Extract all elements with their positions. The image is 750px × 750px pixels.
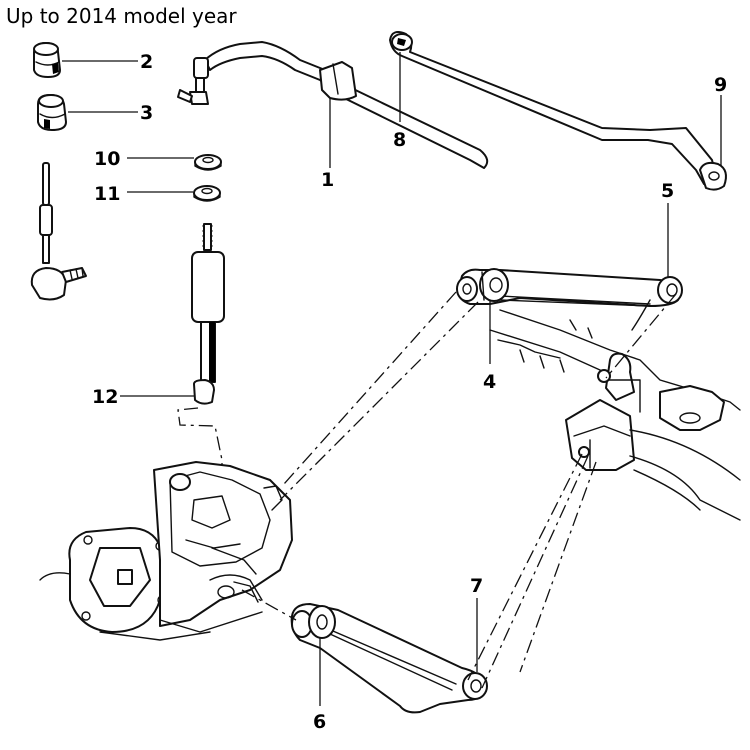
fit-line-lower-arm-2 <box>481 455 589 689</box>
anti-roll-bar-part-1[interactable] <box>177 41 489 169</box>
callout-4: 4 <box>483 371 496 393</box>
link-part-12[interactable] <box>191 223 225 405</box>
callout-9: 9 <box>714 74 727 96</box>
callout-8: 8 <box>393 129 406 151</box>
washer-part-11[interactable] <box>193 185 221 202</box>
callout-2: 2 <box>140 51 153 73</box>
callout-5: 5 <box>661 180 674 202</box>
callout-12: 12 <box>92 386 118 408</box>
fit-line-lower-arm-3 <box>519 461 597 673</box>
fit-line-upper-arm-1 <box>283 291 457 485</box>
fit-line-upper-arm-3 <box>605 293 677 379</box>
callout-3: 3 <box>140 102 153 124</box>
callout-7: 7 <box>470 575 483 597</box>
fit-line-upper-arm-2 <box>279 301 479 501</box>
diagram-title: Up to 2014 model year <box>6 4 237 28</box>
callout-6: 6 <box>313 711 326 733</box>
fit-line-lower-arm-1 <box>467 453 583 681</box>
bush-part-3[interactable] <box>37 94 67 131</box>
callout-10: 10 <box>94 148 120 170</box>
differential-housing <box>39 461 293 641</box>
chassis-subframe <box>489 309 741 521</box>
fit-line-lower-arm-4 <box>241 589 297 621</box>
link-rod-left[interactable] <box>30 162 87 301</box>
track-rod-parts-8-9[interactable] <box>389 31 727 191</box>
lower-arm-parts-6-7[interactable] <box>290 603 488 714</box>
bush-part-2[interactable] <box>33 42 61 78</box>
washer-part-10[interactable] <box>194 154 222 171</box>
upper-arm-parts-4-5[interactable] <box>456 268 683 331</box>
callout-1: 1 <box>321 169 334 191</box>
callout-11: 11 <box>94 183 120 205</box>
